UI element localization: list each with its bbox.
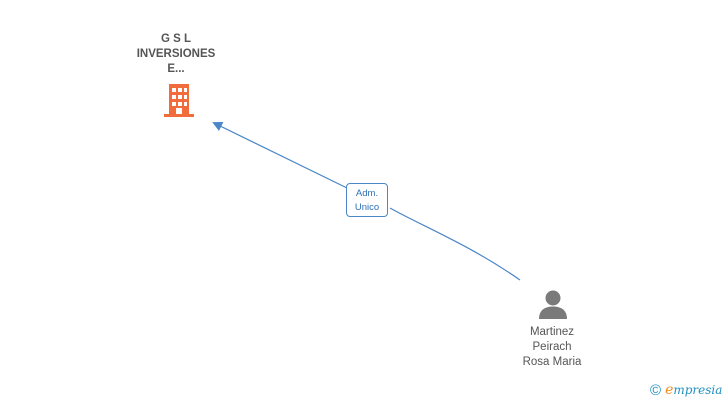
brand-logo[interactable]: © empresia <box>650 380 722 400</box>
relation-label-line: Adm. <box>355 188 379 199</box>
company-name[interactable]: G S L INVERSIONES E... <box>116 32 236 77</box>
person-name[interactable]: Martinez Peirach Rosa Maria <box>496 325 608 370</box>
person-name-line: Peirach <box>532 341 572 353</box>
company-name-line: E... <box>167 63 185 75</box>
building-icon[interactable] <box>162 83 196 119</box>
brand-name-rest: mpresia <box>673 383 723 397</box>
connection-line <box>389 207 521 281</box>
relation-badge[interactable]: Adm. Unico <box>346 183 388 217</box>
person-name-line: Martinez <box>529 326 575 338</box>
connection-arrow <box>212 122 348 189</box>
brand-name-first: e <box>665 382 674 398</box>
person-icon[interactable] <box>537 289 569 321</box>
relation-label-line: Unico <box>354 202 380 213</box>
company-name-line: INVERSIONES <box>136 48 216 60</box>
copyright-icon: © <box>650 381 662 399</box>
person-name-line: Rosa Maria <box>522 356 582 368</box>
brand-name: empresia <box>665 382 722 398</box>
company-name-line: G S L <box>160 33 192 45</box>
